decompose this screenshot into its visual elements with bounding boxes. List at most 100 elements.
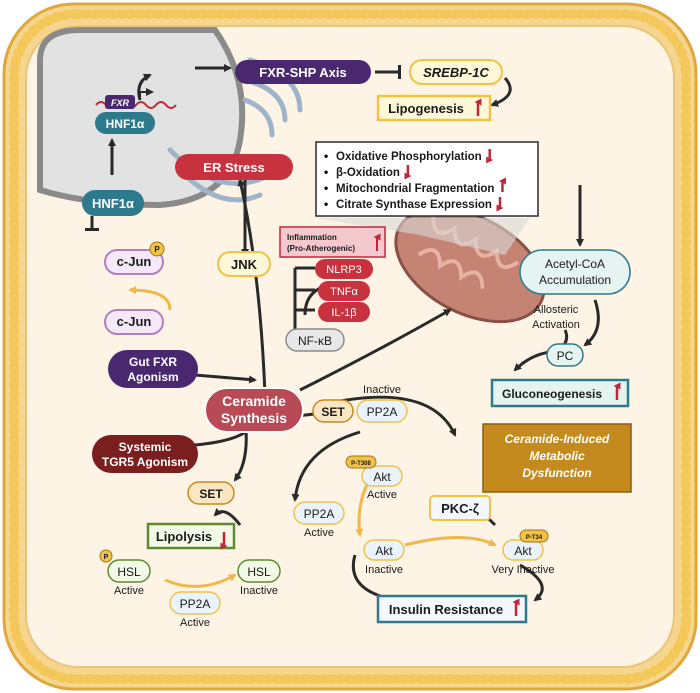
hsl-inactive-node: HSL Inactive [237,559,281,597]
svg-text:Synthesis: Synthesis [221,410,287,426]
svg-text:Ceramide: Ceramide [222,393,286,409]
svg-text:Akt: Akt [514,544,532,558]
akt-inactive-node: Akt Inactive [363,539,405,576]
title-box: Ceramide-Induced Metabolic Dysfunction [482,423,632,493]
svg-text:IL-1β: IL-1β [331,307,356,319]
mito-effect-label: β-Oxidation [336,167,400,179]
svg-text:Inactive: Inactive [365,564,403,576]
svg-text:SET: SET [199,487,223,501]
svg-text:PC: PC [557,349,574,363]
svg-text:HNF1α: HNF1α [106,117,145,131]
srebp1c-node: SREBP-1C [409,59,503,85]
allosteric-label-2: Activation [532,319,580,331]
svg-text:Gluconeogenesis: Gluconeogenesis [502,387,602,401]
mito-effect-bullet: • [324,181,328,195]
svg-text:Active: Active [180,617,210,629]
allosteric-label-1: Allosteric [534,304,579,316]
mito-effect-bullet: • [324,165,328,179]
svg-text:NF-κB: NF-κB [298,334,332,348]
svg-text:Very Inactive: Very Inactive [492,564,555,576]
svg-text:HNF1α: HNF1α [92,196,134,211]
svg-text:HSL: HSL [117,565,141,579]
cjun-node: c-Jun [104,309,164,335]
hnf1a-nuclear: HNF1α [95,112,155,134]
inflammation-node: Inflammation (Pro-Atherogenic) [279,226,386,258]
svg-text:c-Jun: c-Jun [117,314,152,329]
akt-active-node: Akt Active P-T308 [345,455,403,501]
svg-text:TNFα: TNFα [330,286,358,298]
svg-text:Akt: Akt [375,544,393,558]
svg-text:FXR: FXR [111,98,130,108]
svg-text:FXR-SHP Axis: FXR-SHP Axis [259,65,346,80]
pc-node: PC [546,343,584,367]
svg-text:ER Stress: ER Stress [203,160,264,175]
ceramide-synthesis-node: Ceramide Synthesis [204,387,304,433]
svg-text:Dysfunction: Dysfunction [522,466,591,480]
fxr-gene: FXR [95,88,177,109]
svg-text:Akt: Akt [373,470,391,484]
gluconeogenesis-node: Gluconeogenesis [490,378,630,408]
pkc-zeta-node: PKC-ζ [429,495,491,521]
fxr-shp-axis-node: FXR-SHP Axis [235,60,371,84]
insulin-resistance-node: Insulin Resistance [376,594,528,624]
svg-text:Gut FXR: Gut FXR [129,355,177,369]
svg-text:SREBP-1C: SREBP-1C [423,65,489,80]
svg-text:Inflammation: Inflammation [287,233,337,242]
mito-effect-label: Mitochondrial Fragmentation [336,183,494,195]
er-stress-node: ER Stress [175,154,293,180]
svg-text:Active: Active [367,489,397,501]
gut-fxr-agonism-node: Gut FXR Agonism [108,350,198,388]
svg-text:PP2A: PP2A [367,405,398,419]
svg-text:PKC-ζ: PKC-ζ [441,501,479,516]
cjun-phospho-node: c-Jun P [104,241,165,275]
systemic-tgr5-node: Systemic TGR5 Agonism [92,435,198,473]
svg-text:Acetyl-CoA: Acetyl-CoA [545,257,605,271]
zoom-wedge [315,218,530,255]
svg-text:NLRP3: NLRP3 [326,264,361,276]
svg-text:(Pro-Atherogenic): (Pro-Atherogenic) [287,244,355,253]
svg-text:Insulin Resistance: Insulin Resistance [389,602,503,617]
svg-text:Metabolic: Metabolic [529,449,585,463]
svg-text:Inactive: Inactive [240,585,278,597]
mito-effect-label: Citrate Synthase Expression [336,199,492,211]
set-free-node: SET [187,481,235,505]
mito-effect-bullet: • [324,149,328,163]
svg-text:PP2A: PP2A [304,507,335,521]
jnk-node: JNK [217,251,271,277]
svg-text:Inactive: Inactive [363,384,401,396]
il1b-node: IL-1β [318,302,370,322]
acetyl-coa-node: Acetyl-CoA Accumulation [519,249,631,295]
svg-text:Accumulation: Accumulation [539,273,611,287]
pp2a-active-node: PP2A Active [293,501,345,539]
svg-text:P: P [104,554,109,561]
svg-text:Lipolysis: Lipolysis [156,529,212,544]
svg-text:Active: Active [114,585,144,597]
svg-text:Ceramide-Induced: Ceramide-Induced [505,432,610,446]
hsl-active-node: HSL Active P [99,549,151,597]
lipolysis-node: Lipolysis [146,522,236,550]
svg-text:TGR5 Agonism: TGR5 Agonism [102,455,188,469]
tnfa-node: TNFα [318,281,370,301]
nfkb-node: NF-κB [285,328,345,352]
pp2a-hsl-node: PP2A Active [169,591,221,629]
mito-effects-box: •Oxidative Phosphorylation•β-Oxidation•M… [315,141,539,217]
svg-text:JNK: JNK [231,257,258,272]
set-pp2a-complex: SET PP2A Inactive [312,384,408,423]
svg-text:SET: SET [321,405,345,419]
mito-effect-bullet: • [324,197,328,211]
akt-very-inactive-node: Akt Very Inactive P-T34 [492,529,555,576]
svg-text:PP2A: PP2A [180,597,211,611]
nlrp3-node: NLRP3 [315,259,373,279]
svg-text:c-Jun: c-Jun [117,254,152,269]
svg-text:Systemic: Systemic [119,440,172,454]
svg-text:P: P [154,245,160,254]
svg-text:Active: Active [304,527,334,539]
hnf1a-node: HNF1α [82,190,144,216]
svg-text:P-T34: P-T34 [526,535,543,541]
lipogenesis-node: Lipogenesis [376,94,492,122]
svg-text:Agonism: Agonism [127,370,178,384]
svg-text:P-T308: P-T308 [351,461,371,467]
svg-text:Lipogenesis: Lipogenesis [388,101,464,116]
